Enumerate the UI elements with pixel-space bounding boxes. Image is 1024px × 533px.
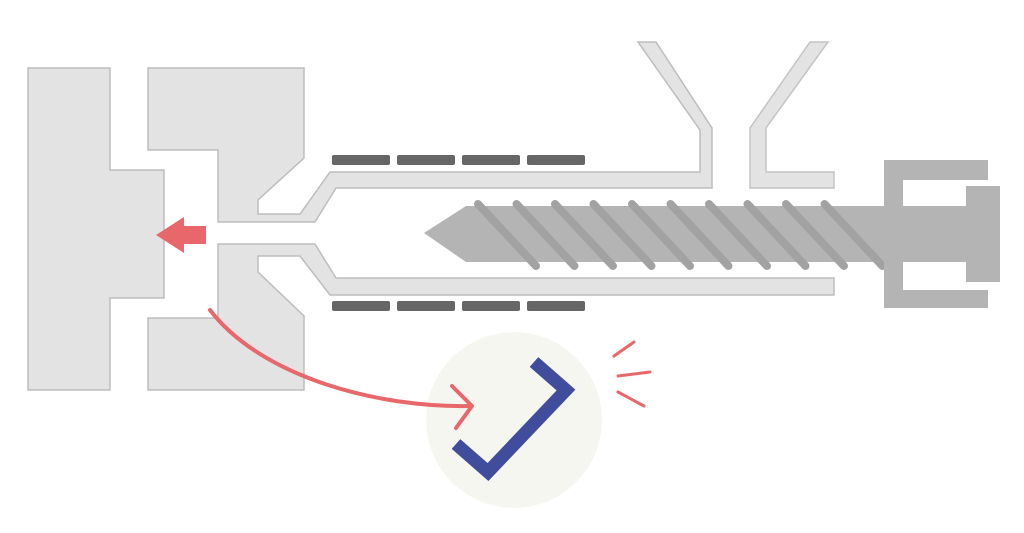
screw-flight xyxy=(551,200,617,270)
screw-flight xyxy=(512,200,579,270)
screw-flight xyxy=(705,200,771,270)
heater-band xyxy=(527,301,585,311)
screw-flight xyxy=(628,200,694,270)
screw-flight xyxy=(589,200,656,270)
heater-band xyxy=(462,301,520,311)
heater-band xyxy=(332,301,390,311)
checkmark-icon xyxy=(451,357,576,481)
screw-flight xyxy=(743,200,810,270)
mold-fixed-half-lower xyxy=(147,243,835,391)
mold-moving-half xyxy=(27,67,165,391)
heater-band xyxy=(397,301,455,311)
drive-unit xyxy=(884,160,988,308)
hopper-wall xyxy=(749,41,835,189)
mold-fixed-half-upper xyxy=(147,41,713,223)
heater-band xyxy=(527,155,585,165)
screw-flight xyxy=(666,200,733,270)
heater-band xyxy=(462,155,520,165)
heater-band xyxy=(332,155,390,165)
result-badge xyxy=(426,332,602,508)
heater-bands-bottom xyxy=(332,301,585,311)
sparkle-lines-icon xyxy=(612,340,652,408)
heater-band xyxy=(397,155,455,165)
screw-flight xyxy=(474,200,540,270)
screw-flight xyxy=(782,200,848,270)
curved-arrow-icon xyxy=(208,308,474,430)
drive-coupling xyxy=(966,186,1000,282)
screw-flights xyxy=(474,200,887,270)
screw-flight xyxy=(820,200,887,270)
heater-bands-top xyxy=(332,155,585,165)
arrow-left-icon xyxy=(156,217,206,253)
